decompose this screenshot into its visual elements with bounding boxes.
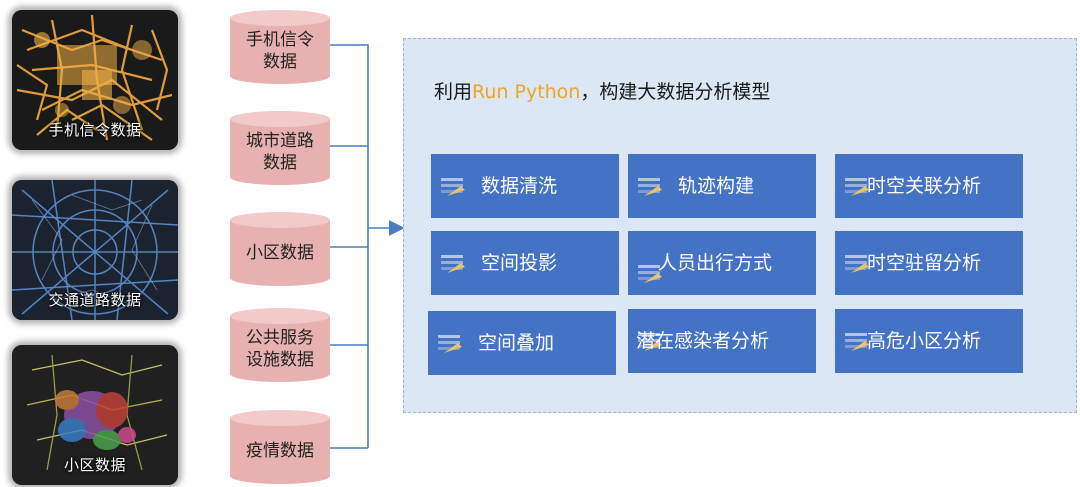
module-label: 时空驻留分析 [867, 252, 982, 274]
module-label: 轨迹构建 [678, 175, 755, 197]
module-spatiotemporal-link: 时空关联分析 [835, 154, 1023, 218]
module-label: 空间叠加 [478, 332, 555, 354]
module-label: 人员出行方式 [658, 252, 773, 274]
module-label: 空间投影 [481, 252, 558, 274]
thumb-road-network: 交通道路数据 [12, 180, 178, 320]
road-network-image [12, 180, 178, 320]
analysis-panel: 利用Run Python，构建大数据分析模型 数据清洗 轨迹构建 时空关联分析 … [403, 38, 1077, 413]
module-icon [438, 333, 466, 360]
source-district: 小区数据 [230, 212, 330, 286]
module-icon [441, 176, 469, 203]
district-map-image [12, 345, 178, 485]
panel-title-suffix: ，构建大数据分析模型 [580, 81, 771, 103]
module-spatiotemporal-stay: 时空驻留分析 [835, 231, 1023, 295]
source-label: 小区数据 [246, 243, 314, 263]
thumb-label-district: 小区数据 [63, 456, 126, 474]
connector-trunk [330, 44, 369, 448]
module-trajectory: 轨迹构建 [628, 154, 816, 218]
thumb-phone-signal: 手机信令数据 [12, 10, 178, 150]
module-label: 潜在感染者分析 [636, 330, 770, 352]
module-travel-mode: 人员出行方式 [628, 231, 816, 295]
module-label: 时空关联分析 [867, 175, 982, 197]
module-label: 高危小区分析 [867, 330, 982, 352]
thumb-label-phone-signal: 手机信令数据 [48, 121, 142, 139]
panel-title: 利用Run Python，构建大数据分析模型 [434, 77, 770, 104]
source-label: 城市道路 数据 [246, 131, 314, 173]
module-icon [845, 176, 873, 203]
source-public-facility: 公共服务 设施数据 [230, 308, 330, 382]
heatmap-image [12, 10, 178, 150]
panel-title-highlight: Run Python [472, 81, 581, 103]
module-icon [638, 331, 666, 358]
source-phone-signal: 手机信令 数据 [230, 10, 330, 84]
source-epidemic: 疫情数据 [230, 410, 330, 484]
source-label: 公共服务 设施数据 [246, 328, 314, 370]
module-icon [845, 331, 873, 358]
module-icon [441, 253, 469, 280]
module-spatial-overlay: 空间叠加 [428, 311, 616, 375]
source-city-road: 城市道路 数据 [230, 111, 330, 185]
module-icon [638, 176, 666, 203]
module-potential-infected: 潜在感染者分析 [628, 309, 816, 373]
source-label: 手机信令 数据 [246, 30, 314, 72]
panel-title-prefix: 利用 [434, 81, 473, 103]
thumb-label-road-network: 交通道路数据 [48, 291, 142, 309]
module-label: 数据清洗 [481, 175, 558, 197]
module-icon [638, 263, 666, 290]
module-spatial-projection: 空间投影 [431, 231, 619, 295]
source-label: 疫情数据 [246, 441, 314, 461]
module-icon [845, 253, 873, 280]
thumb-district: 小区数据 [12, 345, 178, 485]
module-data-cleaning: 数据清洗 [431, 154, 619, 218]
module-high-risk-district: 高危小区分析 [835, 309, 1023, 373]
